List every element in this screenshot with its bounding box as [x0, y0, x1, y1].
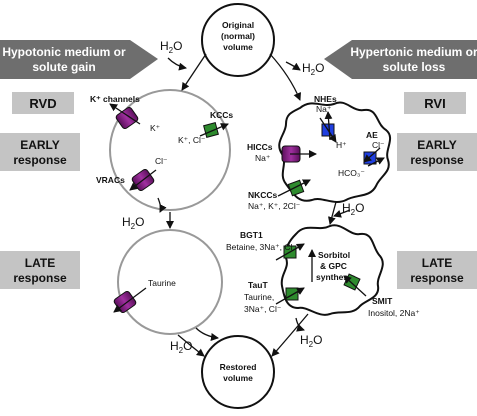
nkccs-label: NKCCs — [248, 190, 278, 200]
late-left-line2: response — [13, 271, 67, 285]
kccs-label: KCCs — [210, 110, 233, 120]
water-label-2: H2O — [302, 61, 324, 77]
nhes-label: NHEs — [314, 94, 337, 104]
smit-ions-label: Inositol, 2Na⁺ — [368, 308, 420, 318]
hco3-label: HCO₃⁻ — [338, 168, 365, 178]
kcc-icon — [199, 122, 229, 138]
ae-label: AE — [366, 130, 378, 140]
original-volume-cell: Original (normal) volume — [201, 3, 275, 77]
late-right-line1: LATE — [422, 256, 452, 270]
hypertonic-banner: Hypertonic medium or solute loss — [324, 40, 477, 79]
hypotonic-banner-line2: solute gain — [32, 60, 95, 74]
ae-ion-label: Cl⁻ — [372, 140, 385, 150]
rvd-box: RVD — [12, 92, 74, 114]
kccs-ions-label: K⁺, Cl⁻ — [178, 135, 206, 145]
taut-line2: Taurine, — [244, 292, 274, 302]
taurine-late-label: Taurine — [148, 278, 176, 288]
rvi-label: RVI — [424, 96, 445, 111]
sorbitol-line3: synthesis — [316, 272, 355, 282]
hypotonic-banner: Hypotonic medium or solute gain — [0, 40, 158, 79]
ae-icon — [363, 147, 385, 167]
hiccs-ion-label: Na⁺ — [255, 153, 271, 163]
bgt1-label: BGT1 — [240, 230, 263, 240]
early-right-line1: EARLY — [417, 138, 457, 152]
early-left-line2: response — [13, 153, 67, 167]
smit-icon — [343, 273, 367, 297]
hypertonic-banner-line1: Hypertonic medium or — [350, 45, 477, 59]
late-response-left: LATE response — [0, 251, 80, 289]
k-plus-label: K⁺ — [150, 123, 161, 133]
rvd-label: RVD — [29, 96, 56, 111]
sorbitol-line2: & GPC — [320, 261, 347, 271]
nhe-icon — [319, 111, 337, 143]
late-right-line2: response — [410, 271, 464, 285]
late-left-line1: LATE — [25, 256, 55, 270]
original-line3: volume — [223, 42, 253, 52]
shrunken-cell-early — [278, 101, 391, 203]
restored-volume-cell: Restored volume — [201, 335, 275, 409]
taut-label: TauT — [248, 280, 268, 290]
vrac-icon — [129, 168, 157, 192]
rvi-box: RVI — [404, 92, 466, 114]
early-response-right: EARLY response — [397, 133, 477, 171]
vracs-label: VRACs — [96, 175, 125, 185]
nhes-ion-label: Na⁺ — [316, 104, 332, 114]
h-plus-label: H⁺ — [336, 140, 347, 150]
vracs-ion-label: Cl⁻ — [155, 156, 168, 166]
pathway-arrows — [157, 53, 351, 357]
original-line2: (normal) — [221, 31, 255, 41]
hypertonic-banner-line2: solute loss — [383, 60, 446, 74]
bgt1-icon — [275, 243, 305, 261]
original-line1: Original — [222, 20, 254, 30]
restored-line1: Restored — [220, 362, 257, 372]
sorbitol-line1: Sorbitol — [318, 250, 350, 260]
taut-icon — [275, 287, 305, 305]
early-right-line2: response — [410, 153, 464, 167]
taut-line3: 3Na⁺, Cl⁻ — [244, 304, 282, 314]
smit-label: SMIT — [372, 296, 393, 306]
early-left-line1: EARLY — [20, 138, 60, 152]
k-channels-label: K⁺ channels — [90, 94, 140, 104]
water-label-4: H2O — [342, 201, 364, 217]
water-label-5: H2O — [170, 339, 192, 355]
hypotonic-banner-line1: Hypotonic medium or — [2, 45, 126, 59]
late-response-right: LATE response — [397, 251, 477, 289]
bgt1-ions-label: Betaine, 3Na⁺, Cl⁻ — [226, 242, 297, 252]
hiccs-label: HICCs — [247, 142, 273, 152]
nkcc-icon — [277, 179, 311, 197]
swollen-cell-late — [117, 229, 223, 335]
water-label-3: H2O — [122, 215, 144, 231]
taurine-channel-icon — [113, 287, 147, 314]
k-channel-icon — [109, 103, 141, 130]
nkccs-ions-label: Na⁺, K⁺, 2Cl⁻ — [248, 201, 301, 211]
restored-line2: volume — [223, 373, 253, 383]
early-response-left: EARLY response — [0, 133, 80, 171]
shrunken-cell-late — [280, 224, 384, 316]
water-label-6: H2O — [300, 333, 322, 349]
water-label-1: H2O — [160, 39, 182, 55]
hicc-icon — [281, 145, 317, 163]
